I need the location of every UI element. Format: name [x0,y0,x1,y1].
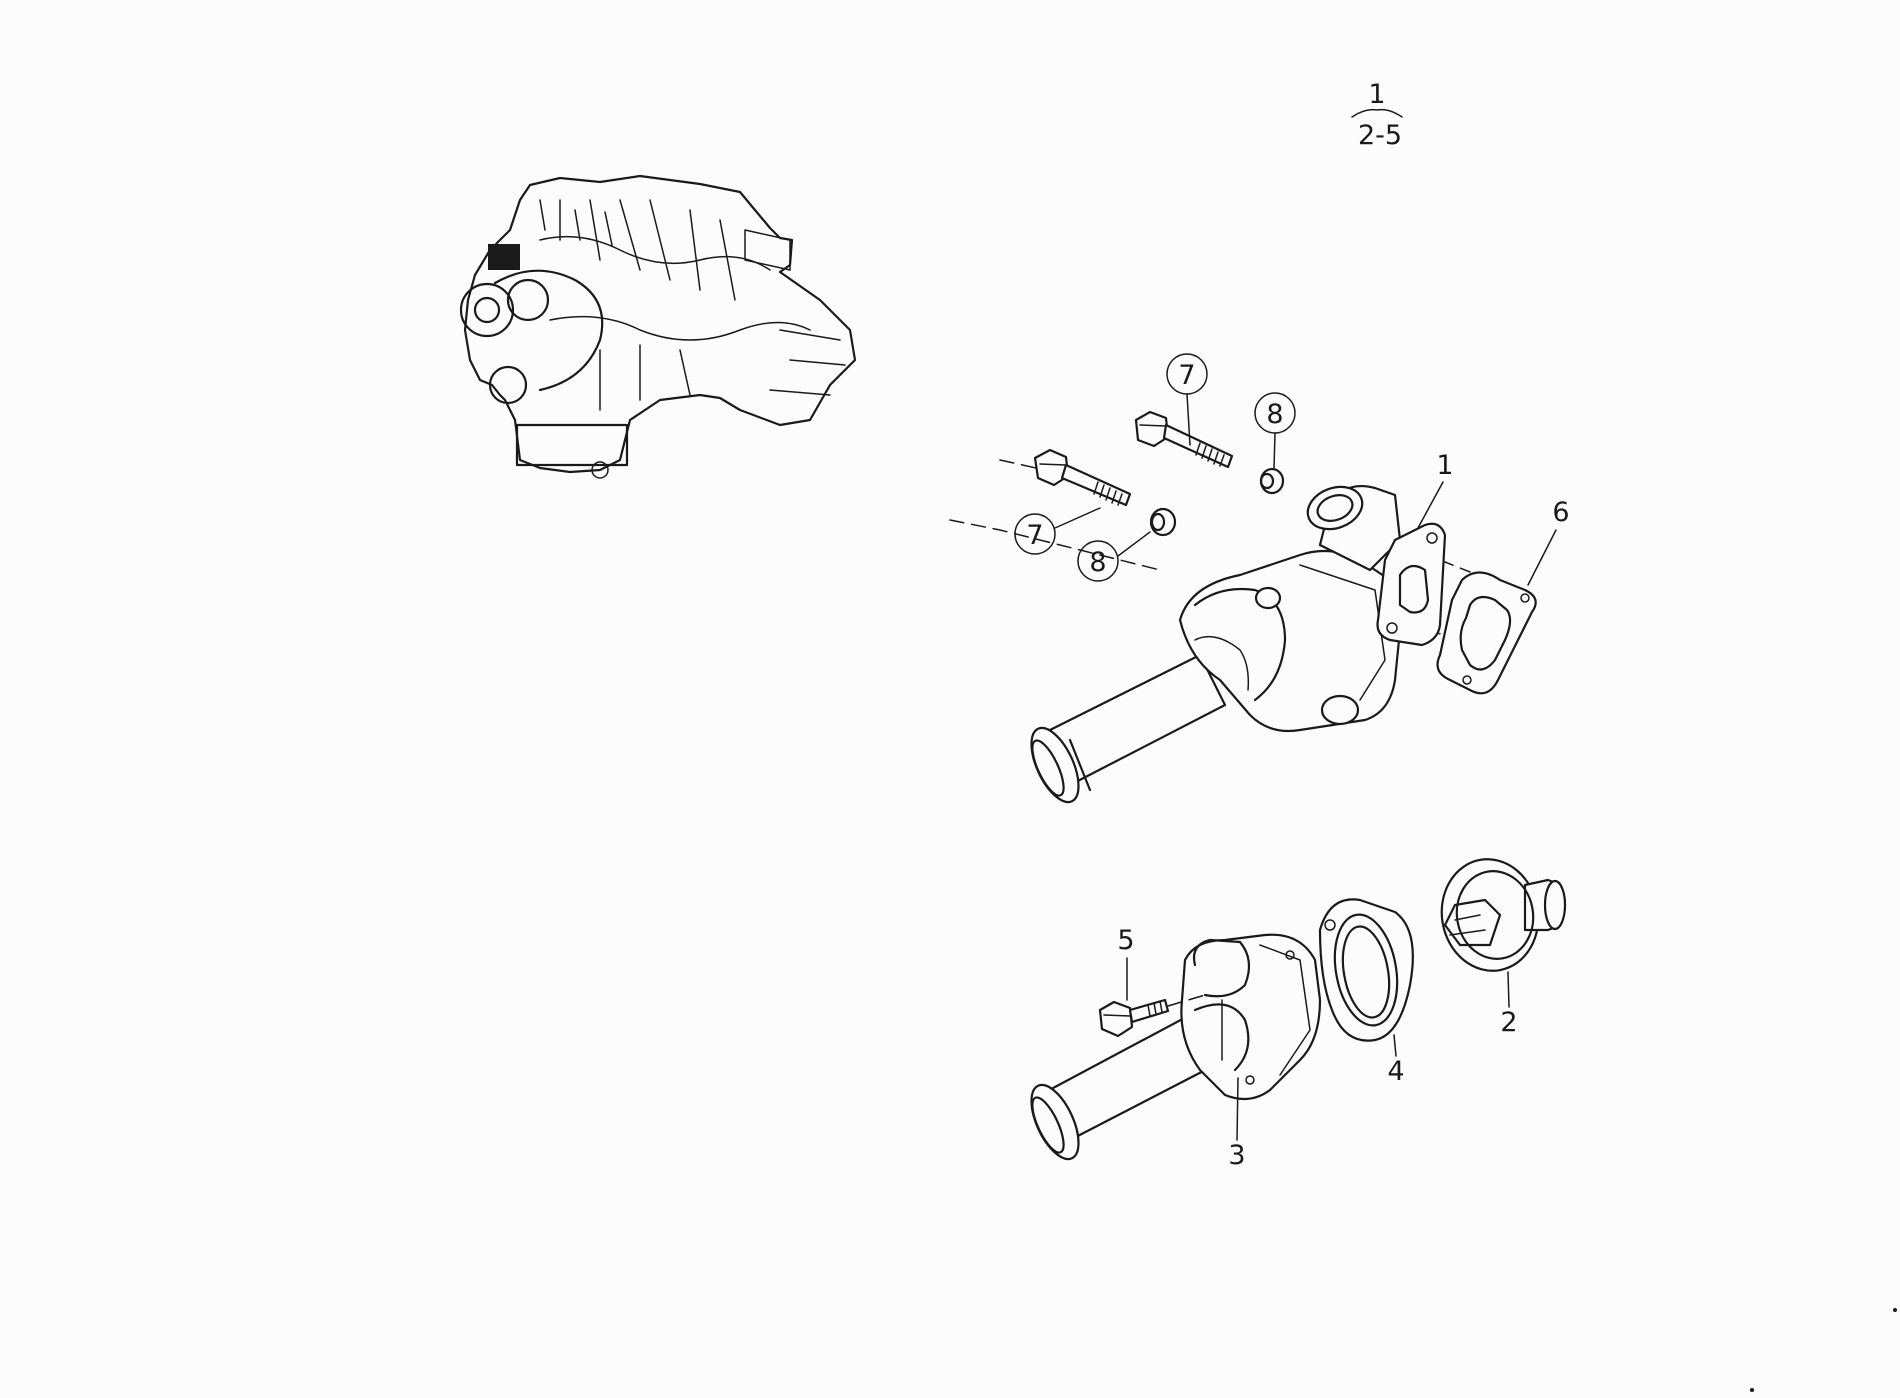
callout-label: 7 [1178,360,1195,391]
callout-5: 5 [1117,925,1135,1001]
scan-speck [1893,1308,1897,1312]
group-reference-range: 2-5 [1358,120,1402,151]
callout-label: 1 [1436,450,1453,481]
seal-ring [1318,898,1414,1042]
callout-1: 1 [1417,450,1454,529]
thermostat [1440,858,1567,972]
group-reference: 1 2-5 [1351,79,1403,151]
callout-label: 6 [1552,497,1569,528]
washer-upper [1259,467,1285,495]
bolt-upper [1134,410,1234,469]
washer-lower [1149,507,1177,537]
scan-speck [1750,1388,1754,1392]
callout-2: 2 [1500,971,1518,1038]
housing-cover [1030,933,1322,1161]
group-reference-brace [1351,108,1403,118]
group-reference-main: 1 [1368,79,1385,110]
gasket [1436,571,1537,695]
callout-7-lower: 7 [1014,507,1101,555]
bolt-housing [1098,994,1206,1038]
callout-label: 7 [1026,520,1043,551]
callout-4: 4 [1387,1034,1405,1087]
callout-label: 2 [1500,1007,1517,1038]
callout-label: 3 [1228,1140,1245,1171]
callout-8-lower: 8 [1077,531,1151,582]
callout-3: 3 [1228,1077,1246,1171]
callout-label: 8 [1266,399,1283,430]
callout-8-upper: 8 [1254,392,1296,469]
callout-label: 4 [1387,1056,1404,1087]
callout-6: 6 [1527,497,1570,586]
engine-overview-illustration [459,174,857,479]
callout-label: 8 [1089,547,1106,578]
thermostat-housing-assembly [1030,484,1447,804]
bolt-lower [1033,448,1132,507]
thermostat-location-highlight [488,244,520,270]
callout-7-upper: 7 [1166,353,1208,446]
callout-label: 5 [1117,925,1134,956]
